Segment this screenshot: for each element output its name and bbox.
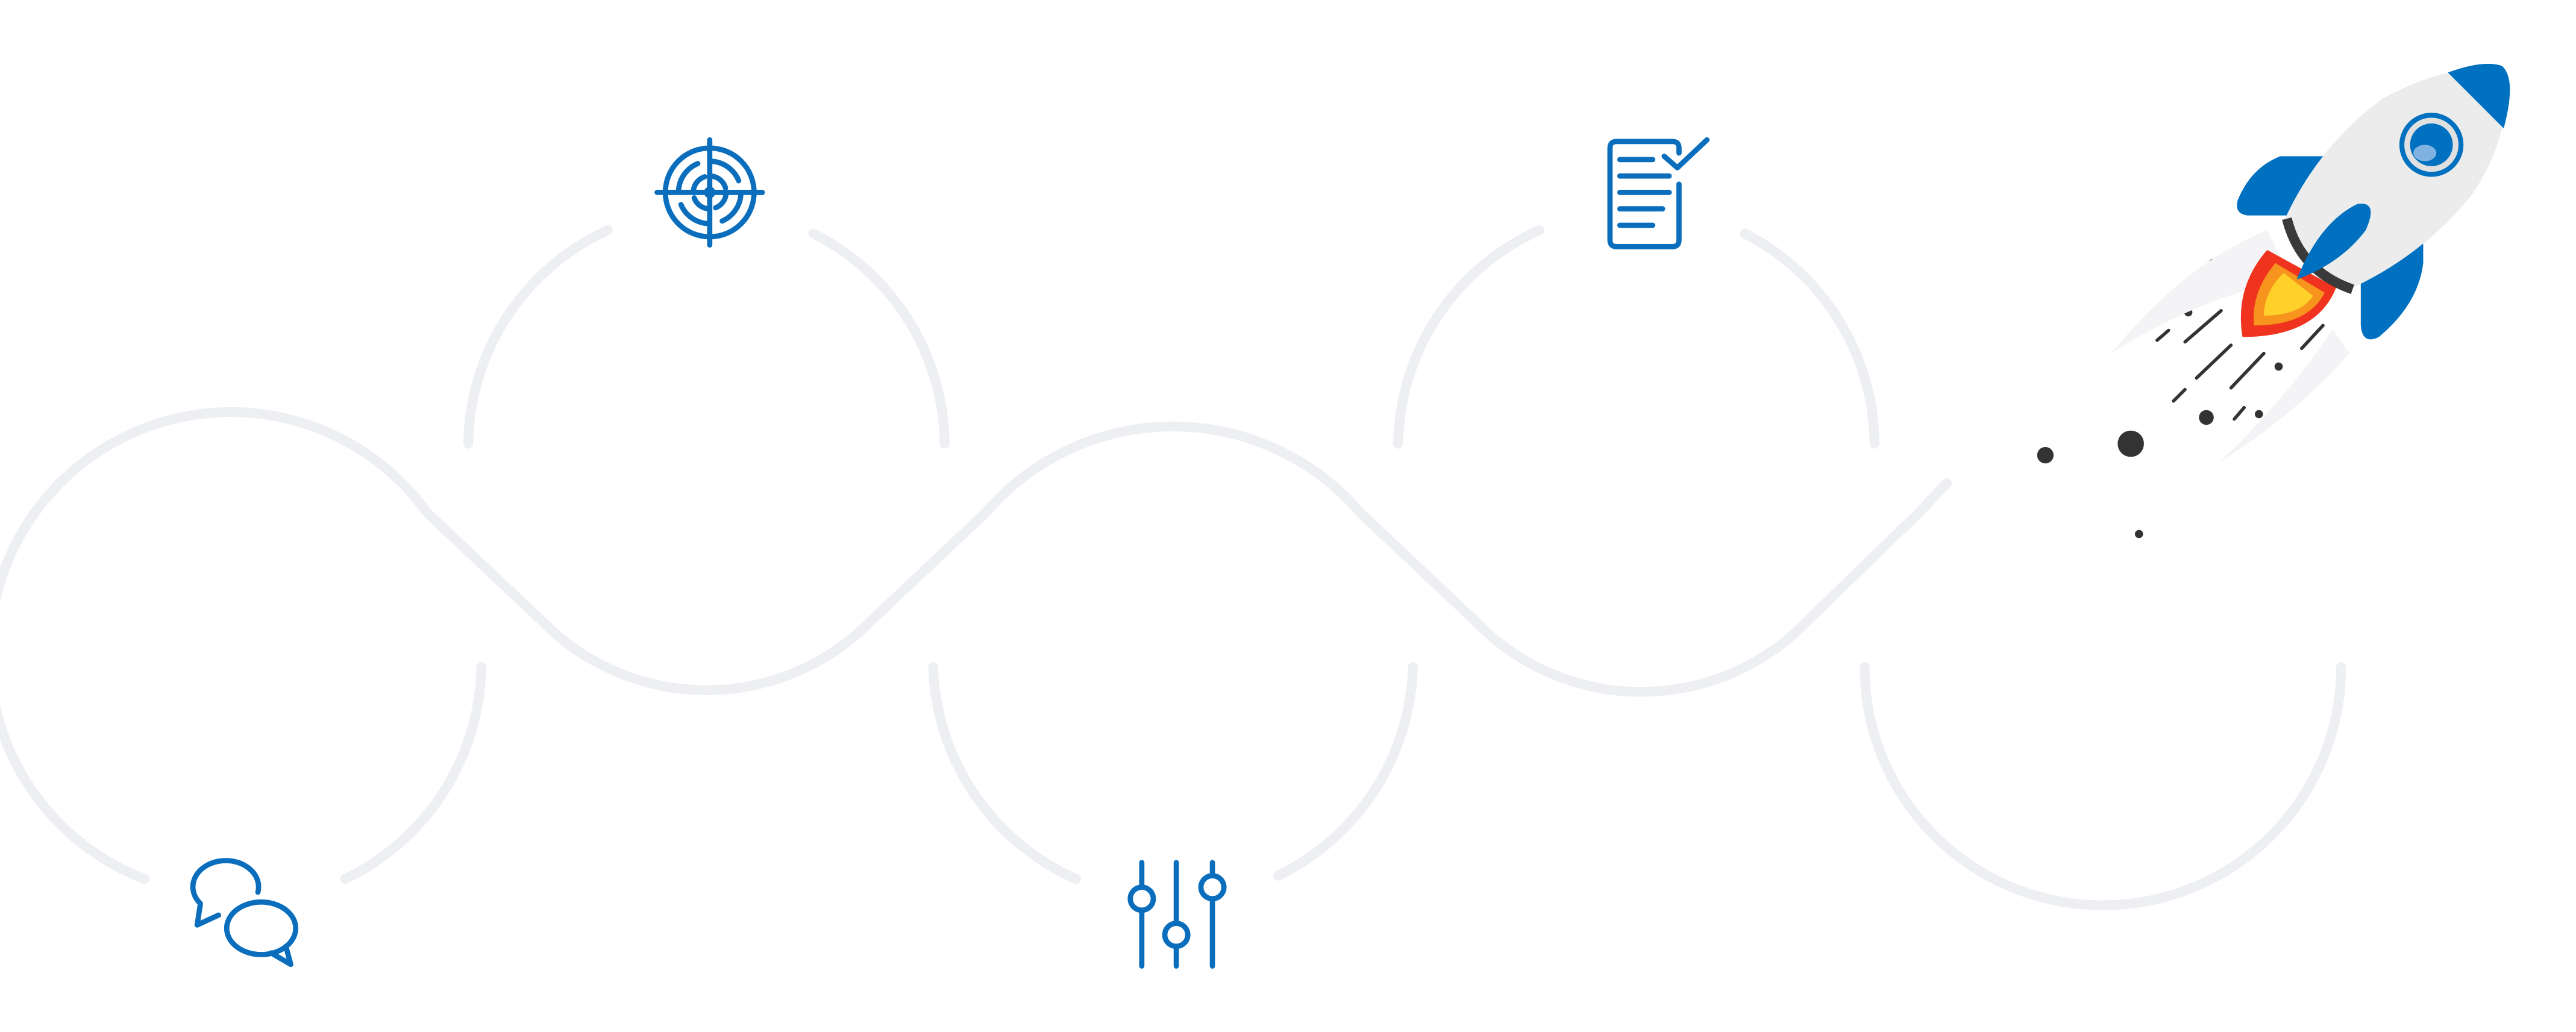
target-icon xyxy=(654,137,765,248)
left-fin xyxy=(2237,156,2333,216)
top-arc-2-right xyxy=(1740,228,1880,449)
bottom-arc-1 xyxy=(340,662,487,884)
top-arc-1-left xyxy=(463,225,613,449)
bottom-arc-2-right xyxy=(1273,662,1418,881)
rocket-icon xyxy=(2037,63,2510,539)
exhaust-trail xyxy=(2111,230,2349,464)
nose-cone xyxy=(2448,63,2510,129)
sliders-icon xyxy=(1127,860,1227,969)
checklist-document-icon xyxy=(1607,137,1710,249)
bottom-arc-3 xyxy=(1860,662,2346,910)
main-wave-path xyxy=(0,407,1952,884)
center-fin xyxy=(2296,203,2371,280)
top-arc-2-left xyxy=(1393,225,1544,449)
top-arc-1-right xyxy=(808,228,950,449)
speech-bubbles-icon xyxy=(190,858,299,968)
bottom-arc-2-left xyxy=(928,662,1081,884)
wave-track xyxy=(0,225,2346,910)
